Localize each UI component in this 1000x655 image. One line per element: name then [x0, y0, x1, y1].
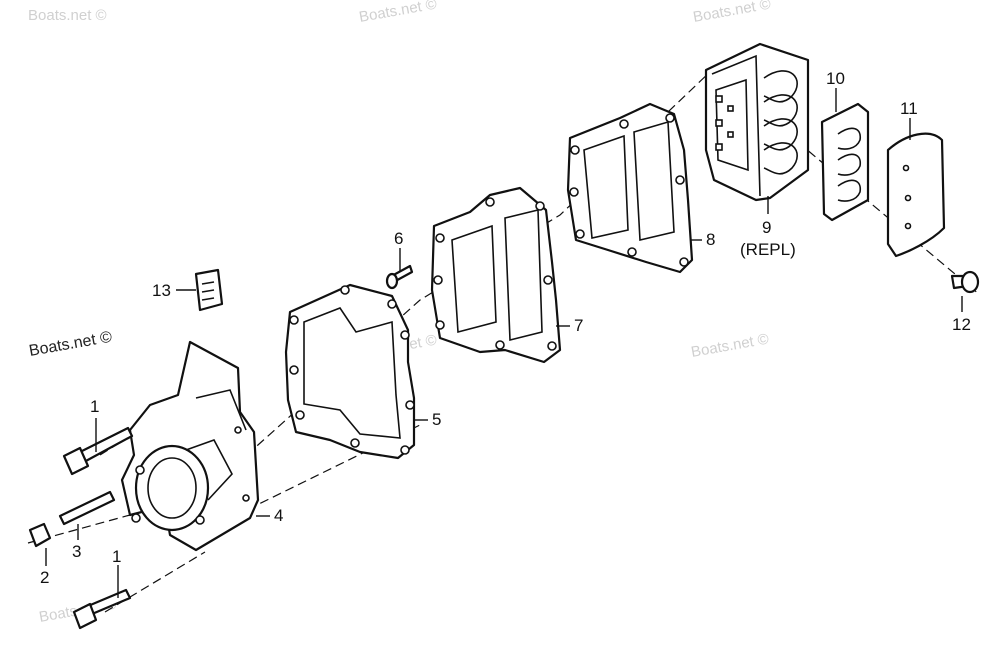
callout-9: 9 [762, 218, 771, 237]
callout-1-upper: 1 [90, 397, 99, 416]
callout-8: 8 [706, 230, 715, 249]
callout-13: 13 [152, 281, 171, 300]
bolt-upper [62, 426, 134, 476]
callout-7: 7 [574, 316, 583, 335]
reed-plate [430, 186, 562, 364]
callout-11: 11 [900, 99, 918, 118]
callout-4: 4 [274, 506, 283, 525]
callout-12: 12 [952, 315, 971, 334]
watermark: Boats.net © [692, 0, 772, 26]
reed-petals [820, 102, 870, 222]
callout-9-note: (REPL) [740, 240, 796, 259]
callout-2: 2 [40, 568, 49, 587]
watermark: Boats.net © [690, 331, 770, 361]
watermark-main: Boats.net © [28, 329, 114, 360]
callout-1-lower: 1 [112, 547, 121, 566]
watermark: Boats.net © [358, 0, 438, 26]
screw-12 [950, 270, 980, 294]
callout-6: 6 [394, 229, 403, 248]
nut [28, 522, 52, 548]
reed-stop [886, 132, 946, 258]
gasket-8 [566, 102, 694, 274]
reed-block [704, 42, 810, 202]
watermark: Boats.net © [28, 7, 107, 24]
screw-6 [385, 264, 414, 290]
decal [194, 268, 224, 312]
assembly-line [209, 424, 421, 529]
callout-5: 5 [432, 410, 441, 429]
callout-10: 10 [826, 69, 845, 88]
adapter-plate [120, 340, 260, 552]
gasket-5 [284, 283, 416, 460]
callout-3: 3 [72, 542, 81, 561]
stud [58, 490, 116, 526]
bolt-lower [72, 588, 132, 630]
